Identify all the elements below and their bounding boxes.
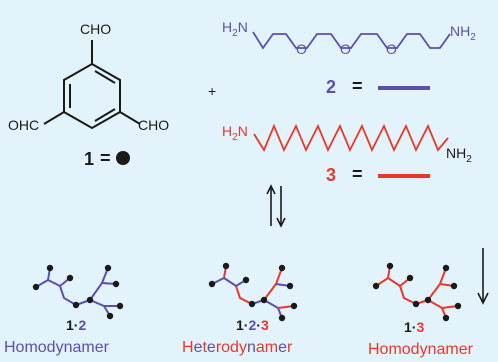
ohc-left-label: OHC — [8, 117, 40, 133]
product-1-3-nodes — [372, 262, 462, 322]
ring-double-bond-upper — [94, 70, 116, 84]
bond-to-left-cho — [43, 111, 65, 125]
chain-2-nh2-label: NH2 — [450, 23, 476, 43]
product-1-2-3-network — [211, 265, 295, 319]
chain-2-equals: = — [352, 76, 363, 96]
product-1-2-network — [35, 267, 120, 317]
plus-sign: + — [208, 83, 217, 99]
molecule-1-symbol-dot — [116, 151, 130, 165]
product-1-caption: Homodynamer — [4, 339, 109, 356]
benzene-trialdehyde-structure — [43, 40, 141, 130]
molecule-1-equals: = — [100, 148, 111, 168]
product-1-2-3-nodes — [208, 262, 298, 322]
product-1-3-network — [375, 265, 459, 319]
chain-2-oxygen-1: O — [296, 41, 307, 57]
product-3-caption: Homodynamer — [368, 341, 473, 358]
cho-top-label: CHO — [80, 21, 112, 37]
chain-3-equals: = — [352, 164, 363, 184]
chain-2-number: 2 — [326, 77, 337, 97]
down-arrow — [477, 248, 489, 305]
chain-2-backbone — [252, 31, 451, 50]
chain-2-h2n-label: H2N — [222, 19, 248, 39]
benzene-ring — [63, 62, 121, 130]
chain-2-oxygen-2: O — [340, 41, 351, 57]
product-2-caption: Heterodynamer — [182, 339, 293, 356]
chain-3-nh2-label: NH2 — [446, 145, 472, 165]
chain-3-h2n-label: H2N — [222, 123, 248, 143]
ring-double-bond-lower — [94, 108, 116, 122]
molecule-1-number: 1 — [84, 149, 95, 169]
product-1-3-label: 1·3 — [404, 319, 425, 335]
chain-2-oxygen-3: O — [386, 41, 397, 57]
product-1-2-nodes — [32, 264, 124, 320]
cho-right-label: CHO — [138, 117, 170, 133]
product-1-2-label: 1·2 — [66, 317, 87, 333]
equilibrium-arrows — [266, 184, 286, 228]
product-1-2-3-label: 1·2·3 — [236, 317, 269, 333]
bond-to-right-cho — [119, 111, 141, 125]
chain-3-number: 3 — [326, 165, 337, 185]
chain-3-backbone — [253, 123, 449, 153]
